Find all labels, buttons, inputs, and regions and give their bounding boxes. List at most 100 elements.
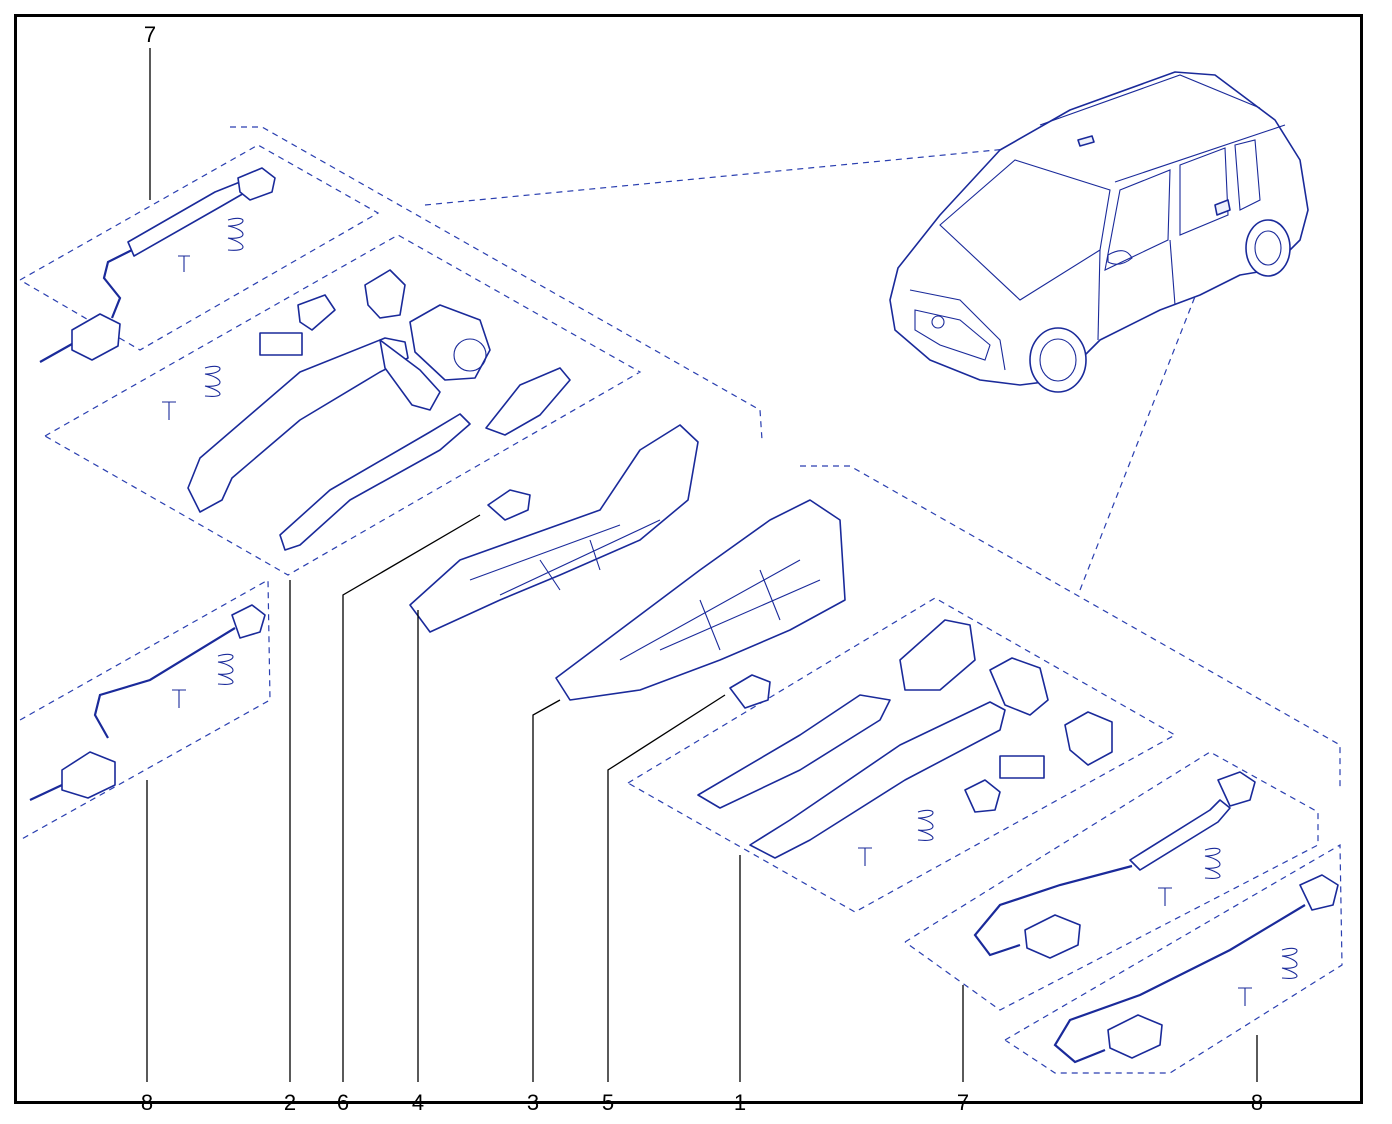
door-handle-left-group <box>162 269 571 551</box>
dash-group-sensor-top <box>19 144 380 351</box>
car-door-line-2 <box>1169 239 1176 306</box>
sensor-wire <box>1053 904 1306 1064</box>
spring-icon <box>217 653 234 685</box>
sensor-cable-left <box>29 604 266 801</box>
handle-left-cap <box>409 304 491 381</box>
car-quarter-window <box>1234 139 1261 211</box>
sensor-wire <box>973 864 1133 957</box>
spring-icon <box>1204 847 1221 879</box>
car-grille <box>914 309 991 361</box>
car-logo <box>931 315 945 329</box>
handle-left-gasket <box>485 367 571 436</box>
bracket-front <box>409 424 699 633</box>
sensor-cable-right-bottom <box>1053 874 1339 1064</box>
sensor-connector <box>61 751 116 799</box>
screw-icon <box>858 847 872 866</box>
sensor-connector <box>71 313 121 361</box>
cover-6 <box>487 489 531 521</box>
callout-bottom-1: 1 <box>734 1090 746 1115</box>
sensor-lead <box>29 784 63 801</box>
screw-icon <box>172 689 186 708</box>
callout-bottom-8-right: 8 <box>1251 1090 1263 1115</box>
lock-cylinder-icon <box>453 338 487 372</box>
callout-bottom-4: 4 <box>412 1090 424 1115</box>
handle-left-insert <box>297 294 336 331</box>
car-rear-window <box>1179 147 1229 236</box>
dash-group-sensor-right-top <box>904 751 1319 1011</box>
callout-labels: 7 8 2 6 4 3 5 1 7 8 <box>141 22 1263 1115</box>
car-door-line-1 <box>1097 249 1101 341</box>
spring-icon <box>227 217 244 251</box>
car-handle-marker-front <box>1077 135 1095 147</box>
sensor-cable-top-left <box>39 167 276 363</box>
callout-bottom-6: 6 <box>337 1090 349 1115</box>
car-roof-rail <box>1039 74 1261 126</box>
handle-right-cover <box>1064 711 1113 766</box>
screw-icon <box>162 401 176 420</box>
callout-bottom-8-left: 8 <box>141 1090 153 1115</box>
dash-group-upper-right-edge <box>230 126 763 441</box>
car-body <box>889 71 1309 386</box>
callout-bottom-5: 5 <box>602 1090 614 1115</box>
car-hood-edge <box>909 289 1006 371</box>
screw-icon <box>1238 987 1252 1006</box>
sensor-wire <box>102 249 133 319</box>
spring-icon <box>1281 947 1298 979</box>
screw-icon <box>1158 887 1172 906</box>
car-rear-wheel <box>1245 219 1291 277</box>
handle-left-seal <box>259 332 303 356</box>
handle-brackets <box>409 424 846 709</box>
handle-left-base <box>279 413 471 551</box>
sensor-connector <box>1024 914 1081 959</box>
sensor-cable-right-top <box>973 771 1256 959</box>
door-handle-right-group <box>697 619 1113 866</box>
car-mirror <box>1107 250 1133 265</box>
bracket-rear-ribs <box>619 559 821 661</box>
sensor-clip <box>1299 874 1339 911</box>
sensor-antenna-bar <box>1129 799 1231 871</box>
sensor-clip <box>1217 771 1256 807</box>
screw-icon <box>178 255 190 272</box>
dash-to-car-front <box>424 139 1101 206</box>
handle-right-insert <box>964 779 1001 813</box>
callout-bottom-2: 2 <box>284 1090 296 1115</box>
sensor-antenna-bar <box>127 181 247 257</box>
dash-group-right-outer <box>800 465 1341 790</box>
group-boundaries <box>19 126 1343 1074</box>
handle-left-end <box>379 339 441 411</box>
leader-bottom-5 <box>607 694 726 1082</box>
car-handle-marker-rear <box>1214 199 1231 216</box>
car-rear-hub <box>1254 230 1282 266</box>
sensor-clip <box>231 604 266 639</box>
car-illustration <box>889 71 1309 393</box>
dash-group-sensor-right-bottom <box>1004 843 1343 1074</box>
handle-right-gasket <box>899 619 976 691</box>
sensor-clip <box>237 167 276 201</box>
handle-right-cap <box>989 657 1049 716</box>
handle-right-seal <box>999 755 1045 779</box>
cover-5 <box>729 674 771 709</box>
leader-bottom-3 <box>532 699 561 1082</box>
callout-top-7: 7 <box>144 22 156 47</box>
sensor-wire <box>93 627 236 739</box>
car-windshield <box>939 159 1111 301</box>
spring-icon <box>204 365 221 397</box>
handle-left-cover <box>364 269 406 319</box>
sensor-lead <box>39 343 73 363</box>
car-roof-rail-2 <box>1114 124 1286 183</box>
callout-bottom-3: 3 <box>527 1090 539 1115</box>
handle-right-base <box>697 694 891 809</box>
bracket-front-ribs <box>469 519 661 596</box>
car-front-window <box>1104 169 1171 271</box>
spring-icon <box>917 809 934 841</box>
leader-bottom-6 <box>342 514 481 1082</box>
leader-lines <box>146 48 1258 1082</box>
dash-group-sensor-left <box>19 578 271 841</box>
callout-bottom-7-right: 7 <box>957 1090 969 1115</box>
handle-right-grip <box>749 701 1006 859</box>
car-front-hub <box>1039 338 1077 382</box>
dash-group-handle-left <box>44 234 642 576</box>
car-front-wheel <box>1029 327 1087 393</box>
sensor-connector <box>1107 1014 1163 1059</box>
